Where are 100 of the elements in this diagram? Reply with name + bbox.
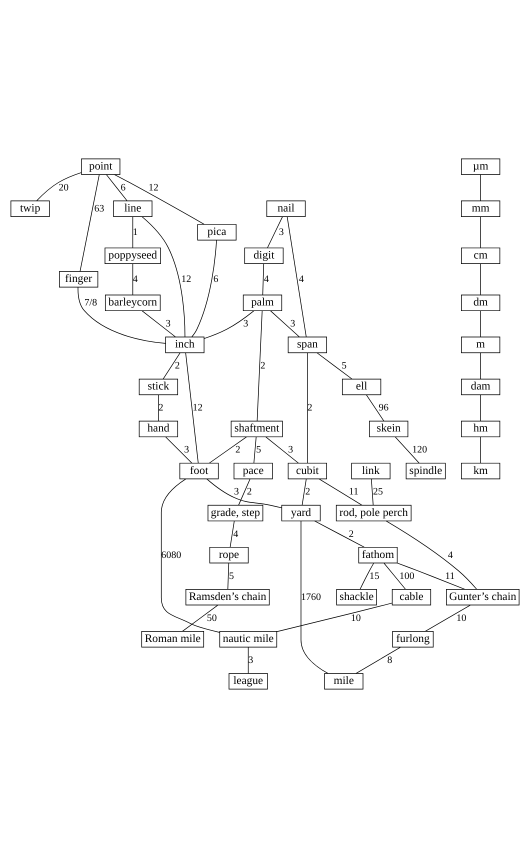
edge-label: 2 (348, 528, 354, 540)
connector (266, 436, 299, 464)
edge-label: 1 (132, 226, 138, 238)
node-box: barleycorn (104, 294, 161, 312)
connector (371, 478, 374, 506)
edge-label: 1760 (301, 592, 321, 603)
connector (314, 520, 365, 548)
edge-label: 5 (256, 444, 262, 456)
edge-label: 20 (58, 182, 69, 194)
connector (80, 174, 100, 272)
node-box: digit (244, 248, 284, 264)
node-box: poppyseed (104, 248, 161, 264)
connector (270, 310, 300, 338)
node-box: palm (242, 294, 282, 312)
connector (262, 263, 264, 296)
edge-label: 2 (246, 486, 252, 498)
node-box: grade, step (208, 504, 264, 522)
edge-label: 63 (94, 203, 104, 214)
edge-label: 5 (342, 360, 347, 372)
node-box: mm (461, 200, 500, 217)
connector (254, 436, 257, 464)
node-box: pica (197, 224, 236, 240)
connector (480, 352, 481, 380)
edge-label: 4 (264, 274, 269, 285)
node-box: skein (369, 420, 408, 438)
connector (165, 436, 192, 464)
edge-label: 50 (206, 612, 217, 624)
edge-label: 8 (387, 654, 392, 666)
connector (114, 174, 205, 225)
connector (132, 216, 134, 248)
edge-label: 3 (184, 444, 190, 456)
edge-label: 11 (348, 486, 359, 498)
node-box: cm (461, 248, 500, 264)
node-box: cable (392, 589, 432, 606)
connector (316, 352, 352, 380)
connector (36, 172, 82, 202)
node-box: µm (461, 158, 500, 175)
connector (162, 352, 180, 380)
node-box: km (461, 462, 500, 480)
edge-label: 4 (448, 550, 453, 561)
connector (480, 174, 481, 202)
connector (191, 240, 217, 338)
connector (318, 478, 362, 506)
node-box: m (461, 336, 500, 354)
node-box: hand (138, 420, 178, 438)
connector (158, 394, 159, 422)
edge-label: 10 (350, 612, 361, 624)
connector (356, 646, 401, 674)
edge-label: 6 (213, 274, 218, 285)
connector (142, 216, 186, 338)
edge-label: 3 (166, 318, 171, 330)
edge-label: 3 (288, 444, 294, 456)
node-box: shaftment (230, 420, 283, 438)
edge-label: 2 (305, 486, 310, 498)
node-box: dam (461, 378, 500, 396)
connector (386, 520, 478, 590)
edge-label: 4 (298, 274, 304, 285)
edge-label: 2 (235, 444, 240, 456)
connector (208, 436, 247, 464)
edge-label: 6 (120, 182, 126, 194)
edge-label: 2 (307, 402, 312, 414)
edge-label: 4 (132, 274, 138, 285)
connector (185, 352, 199, 464)
connector (206, 478, 282, 508)
node-box: foot (179, 462, 219, 480)
edge-label: 120 (412, 444, 428, 456)
connector (238, 478, 250, 506)
connector (302, 478, 307, 506)
edge-label: 3 (248, 654, 254, 666)
edge-label: 100 (399, 570, 414, 582)
connector (204, 310, 254, 339)
connector (182, 604, 218, 632)
node-box: spindle (406, 462, 446, 480)
connector (106, 174, 128, 202)
node-box: rod, pole perch (336, 504, 412, 522)
connector (480, 394, 481, 422)
node-box: point (81, 158, 120, 175)
edge-label: 2 (260, 360, 266, 372)
connector (394, 436, 420, 464)
edge-label: 15 (369, 570, 380, 582)
node-box: furlong (392, 631, 434, 648)
edge-label: 2 (174, 360, 180, 372)
edge-label: 5 (229, 570, 234, 582)
connector (360, 562, 374, 590)
node-box: line (113, 200, 152, 217)
node-box: yard (281, 504, 321, 522)
edge-label: 25 (372, 486, 383, 498)
connector (480, 436, 481, 464)
connector (366, 394, 384, 422)
node-box: Roman mile (141, 631, 204, 648)
node-box: stick (138, 378, 178, 396)
connector (300, 520, 328, 674)
node-box: Gunter’s chain (446, 589, 520, 606)
node-box: nautic mile (219, 631, 278, 648)
edge-label: 4 (233, 528, 238, 540)
connector (480, 263, 481, 296)
node-box: mile (324, 673, 364, 690)
connector (142, 310, 176, 338)
connector (227, 562, 230, 590)
node-box: league (228, 673, 268, 690)
